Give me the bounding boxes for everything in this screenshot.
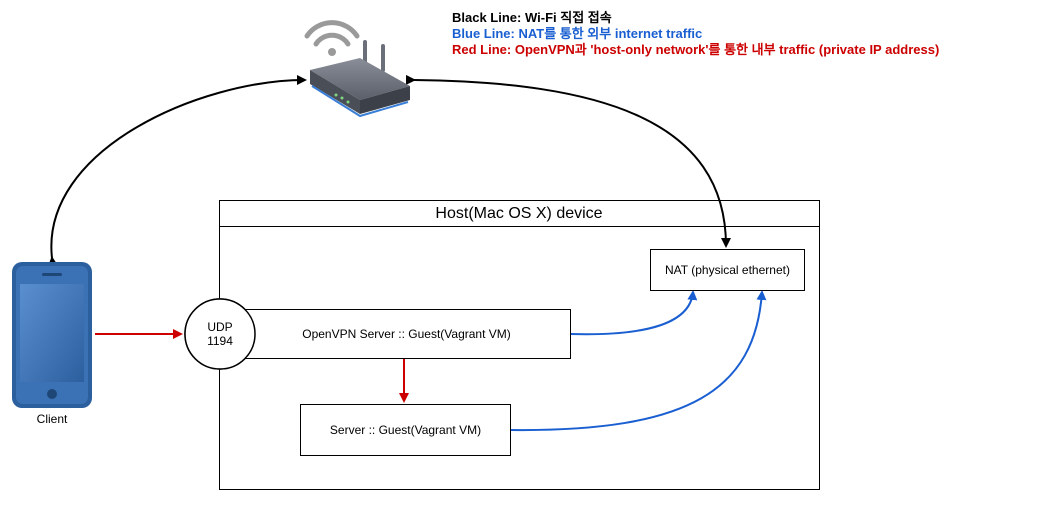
host-device-title: Host(Mac OS X) device [219, 200, 819, 227]
server-box: Server :: Guest(Vagrant VM) [300, 404, 511, 456]
legend-black-text: Wi-Fi 직접 접속 [521, 10, 612, 25]
legend-blue-prefix: Blue Line: [452, 26, 515, 41]
udp-protocol: UDP [207, 320, 233, 334]
black-line-router-nat [405, 74, 731, 248]
openvpn-server-label: OpenVPN Server :: Guest(Vagrant VM) [302, 327, 511, 341]
openvpn-server-box: OpenVPN Server :: Guest(Vagrant VM) [242, 309, 571, 359]
client-label: Client [36, 412, 68, 426]
smartphone-icon [12, 262, 92, 408]
legend-black-prefix: Black Line: [452, 10, 522, 25]
wifi-router-icon [304, 20, 410, 118]
legend-blue-text: NAT를 통한 외부 internet traffic [514, 26, 703, 41]
blue-line-openvpn-nat [569, 290, 698, 336]
legend-red-text: OpenVPN과 'host-only network'를 통한 내부 traf… [511, 42, 940, 57]
blue-line-server-nat [509, 290, 767, 432]
nat-box: NAT (physical ethernet) [650, 249, 805, 291]
legend-black: Black Line: Wi-Fi 직접 접속 [452, 10, 939, 26]
legend-blue: Blue Line: NAT를 통한 외부 internet traffic [452, 26, 939, 42]
udp-port-number: 1194 [207, 334, 233, 348]
legend-red-prefix: Red Line: [452, 42, 512, 57]
legend-red: Red Line: OpenVPN과 'host-only network'를 … [452, 42, 939, 58]
udp-port-label: UDP 1194 [184, 320, 256, 348]
server-label: Server :: Guest(Vagrant VM) [329, 423, 482, 437]
black-line-client-router [47, 75, 307, 267]
legend: Black Line: Wi-Fi 직접 접속 Blue Line: NAT를 … [452, 10, 939, 58]
nat-label: NAT (physical ethernet) [665, 263, 790, 277]
